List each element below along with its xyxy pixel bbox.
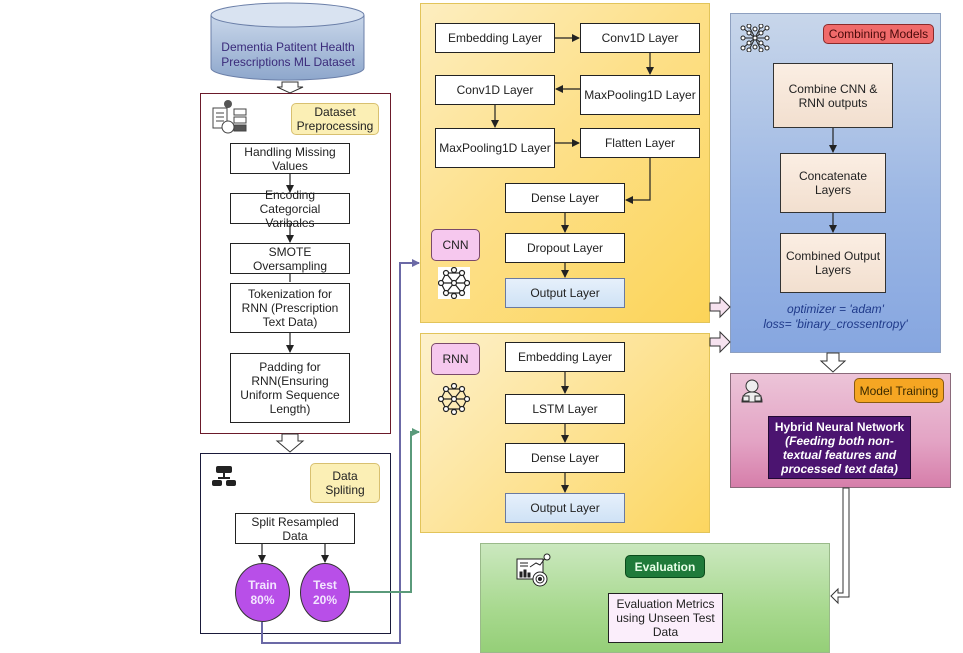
network-hierarchy-icon (212, 464, 238, 495)
neural-network-icon (437, 266, 471, 304)
evaluation-tag: Evaluation (625, 555, 705, 578)
test-pct: 20% (312, 592, 338, 607)
hybrid-network-title: Hybrid Neural Network (774, 419, 905, 434)
loss-text: loss= 'binary_crossentropy' (763, 317, 908, 331)
train-label: Train (248, 577, 277, 592)
cnn-conv1d-layer-2: Conv1D Layer (435, 75, 555, 105)
block-arrow-down (275, 433, 305, 453)
test-circle: Test 20% (300, 563, 350, 622)
training-tag: Model Training (854, 378, 944, 403)
cnn-embedding-layer: Embedding Layer (435, 23, 555, 53)
combining-tag: Combining Models (823, 24, 934, 44)
cnn-flatten-layer: Flatten Layer (580, 128, 700, 158)
step-padding: Padding for RNN(Ensuring Uniform Sequenc… (230, 353, 350, 423)
cnn-dense-layer: Dense Layer (505, 183, 625, 213)
step-smote: SMOTE Oversampling (230, 243, 350, 274)
test-label: Test (313, 577, 337, 592)
train-pct: 80% (250, 592, 275, 607)
analytics-chart-icon (516, 553, 552, 592)
block-arrow-down (276, 81, 304, 94)
block-arrow-to-evaluation (830, 487, 850, 605)
splitting-tag: Data Spliting (310, 463, 380, 503)
rnn-lstm-layer: LSTM Layer (505, 394, 625, 424)
block-arrow-right (709, 295, 731, 319)
deep-network-icon (739, 23, 771, 57)
combine-outputs-box: Combine CNN & RNN outputs (773, 63, 893, 128)
dataset-label: Dementia Patitent Health Prescriptions M… (221, 40, 355, 69)
step-tokenization: Tokenization for RNN (Prescription Text … (230, 283, 350, 333)
database-icon (210, 2, 365, 81)
preprocessing-tag: Dataset Preprocessing (291, 103, 379, 135)
hybrid-network-box: Hybrid Neural Network (Feeding both non-… (768, 416, 911, 479)
block-arrow-down (819, 352, 847, 373)
cnn-conv1d-layer-1: Conv1D Layer (580, 23, 700, 53)
concatenate-layers-box: Concatenate Layers (780, 153, 886, 213)
cnn-output-layer: Output Layer (505, 278, 625, 308)
neural-network-icon (437, 382, 471, 420)
combined-output-layers-box: Combined Output Layers (780, 233, 886, 293)
hybrid-network-desc: (Feeding both non-textual features and p… (781, 433, 898, 476)
cnn-tag: CNN (431, 229, 480, 261)
cnn-maxpooling-layer-2: MaxPooling1D Layer (435, 128, 555, 168)
rnn-output-layer: Output Layer (505, 493, 625, 523)
step-encoding: Encoding Categorcial Varibales (230, 188, 350, 230)
dataset-cylinder: Dementia Patitent Health Prescriptions M… (210, 2, 365, 82)
document-process-icon (210, 98, 250, 143)
optimizer-text: optimizer = 'adam' (787, 302, 884, 316)
split-resampled-data: Split Resampled Data (235, 513, 355, 544)
rnn-tag: RNN (431, 343, 480, 375)
rnn-dense-layer: Dense Layer (505, 443, 625, 473)
rnn-embedding-layer: Embedding Layer (505, 342, 625, 372)
train-circle: Train 80% (235, 563, 290, 622)
evaluation-metrics-box: Evaluation Metrics using Unseen Test Dat… (608, 593, 723, 643)
cnn-dropout-layer: Dropout Layer (505, 233, 625, 263)
cnn-maxpooling-layer-1: MaxPooling1D Layer (580, 75, 700, 115)
step-handling-missing: Handling Missing Values (230, 143, 350, 174)
block-arrow-right (709, 330, 731, 354)
brain-training-icon (740, 378, 764, 409)
